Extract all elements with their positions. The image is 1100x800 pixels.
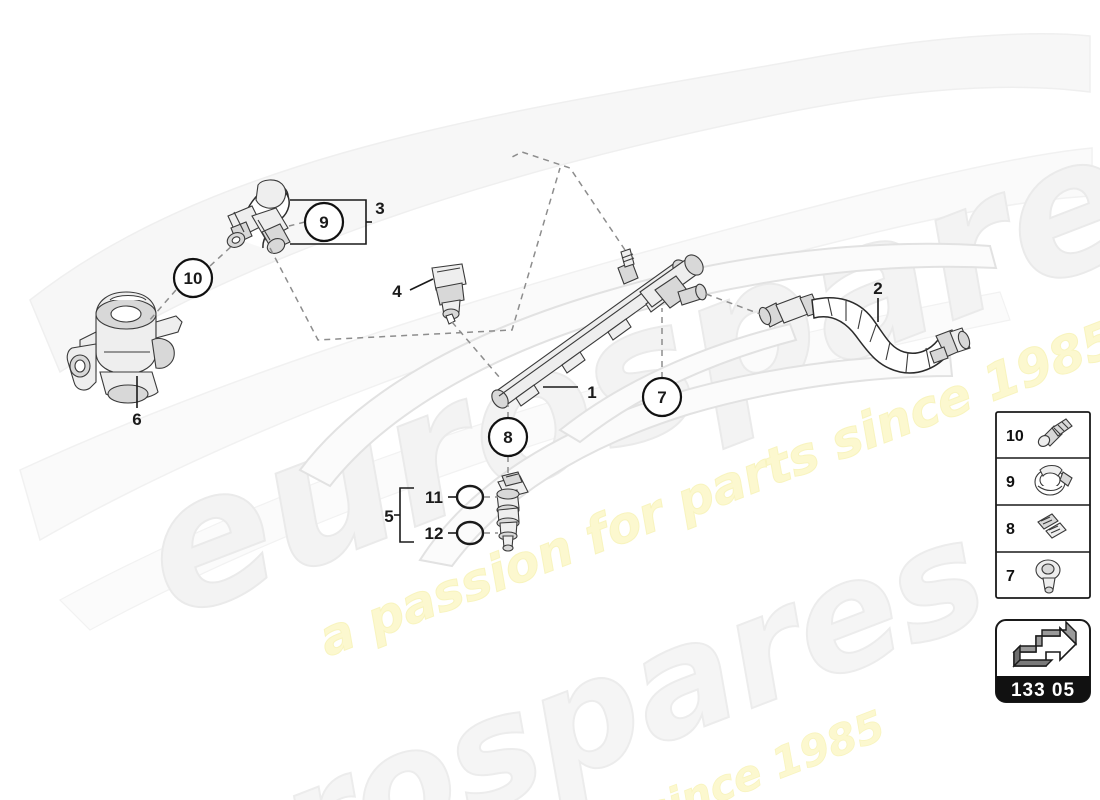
o-ring-11: [455, 484, 485, 510]
retaining-clip-icon: [1037, 513, 1067, 539]
callout-8[interactable]: 8: [487, 416, 529, 458]
callout-label-12: 12: [425, 524, 444, 543]
callout-label-4: 4: [392, 282, 402, 301]
rail-outlet-fitting: [654, 275, 707, 309]
legend-row-10[interactable]: 10: [1006, 418, 1073, 449]
part-high-pressure-fuel-pump: [66, 291, 183, 404]
callout-circle-8: [487, 416, 529, 458]
swoosh-upper: [29, 33, 1091, 374]
rail-sensor-port: [617, 248, 639, 285]
callout-11[interactable]: 11: [425, 488, 443, 507]
part-injector-assembly: [455, 471, 529, 552]
callout-circle-10: [172, 257, 214, 299]
dash-4-to-rail: [451, 321, 501, 379]
part-fuel-hose: [758, 293, 971, 374]
leader-part-4: [409, 278, 434, 291]
dash-rail-sensor-route: [509, 151, 626, 251]
bolt-icon: [1037, 418, 1073, 447]
callout-label-3: 3: [375, 199, 384, 218]
callout-circle-7: [641, 376, 683, 418]
callout-12[interactable]: 12: [425, 524, 444, 543]
callout-label-5: 5: [384, 507, 393, 526]
dash-hose-to-rail: [705, 293, 761, 315]
callout-circle-9: [303, 201, 345, 243]
flange-bolt-icon: [1035, 559, 1061, 594]
callout-label-1: 1: [587, 383, 596, 402]
callout-1[interactable]: 1: [587, 383, 596, 402]
legend-number-9: 9: [1006, 474, 1015, 491]
legend-number-7: 7: [1006, 568, 1015, 585]
connector-left: [226, 205, 263, 248]
legend-row-8[interactable]: 8: [1006, 513, 1067, 539]
callout-label-9: 9: [319, 213, 328, 232]
o-ring-12: [455, 520, 485, 546]
callout-label-7: 7: [657, 388, 666, 407]
callout-9[interactable]: 9: [303, 201, 345, 243]
callout-10[interactable]: 10: [172, 257, 214, 299]
callout-7[interactable]: 7: [641, 376, 683, 418]
part-fuel-rail: [491, 248, 707, 409]
callout-label-11: 11: [425, 488, 443, 507]
reference-badge-band: [996, 676, 1090, 702]
callout-3[interactable]: 3: [375, 199, 384, 218]
hose-connector-left: [758, 293, 821, 328]
dash-10-to-pump: [147, 289, 177, 323]
part-pressure-sensor: [431, 263, 467, 325]
hose-clamp-icon: [1034, 464, 1073, 496]
arrow-3d-icon: [1012, 620, 1078, 668]
callout-label-6: 6: [132, 410, 141, 429]
hose-connector-right: [929, 327, 971, 364]
legend-number-8: 8: [1006, 521, 1015, 538]
legend-row-9[interactable]: 9: [1006, 464, 1073, 496]
callout-label-2: 2: [873, 279, 882, 298]
legend-number-10: 10: [1006, 428, 1024, 445]
callout-4[interactable]: 4: [392, 282, 402, 301]
dash-10-to-line: [209, 243, 235, 267]
callout-label-10: 10: [184, 269, 203, 288]
callout-label-8: 8: [503, 428, 512, 447]
callout-5[interactable]: 5: [384, 507, 393, 526]
callout-2[interactable]: 2: [873, 279, 882, 298]
dash-line-route: [269, 167, 561, 341]
reference-number: 133 05: [1011, 680, 1075, 701]
legend-row-7[interactable]: 7: [1006, 559, 1061, 594]
dash-9-to-connector: [288, 221, 306, 227]
callout-6[interactable]: 6: [132, 410, 141, 429]
